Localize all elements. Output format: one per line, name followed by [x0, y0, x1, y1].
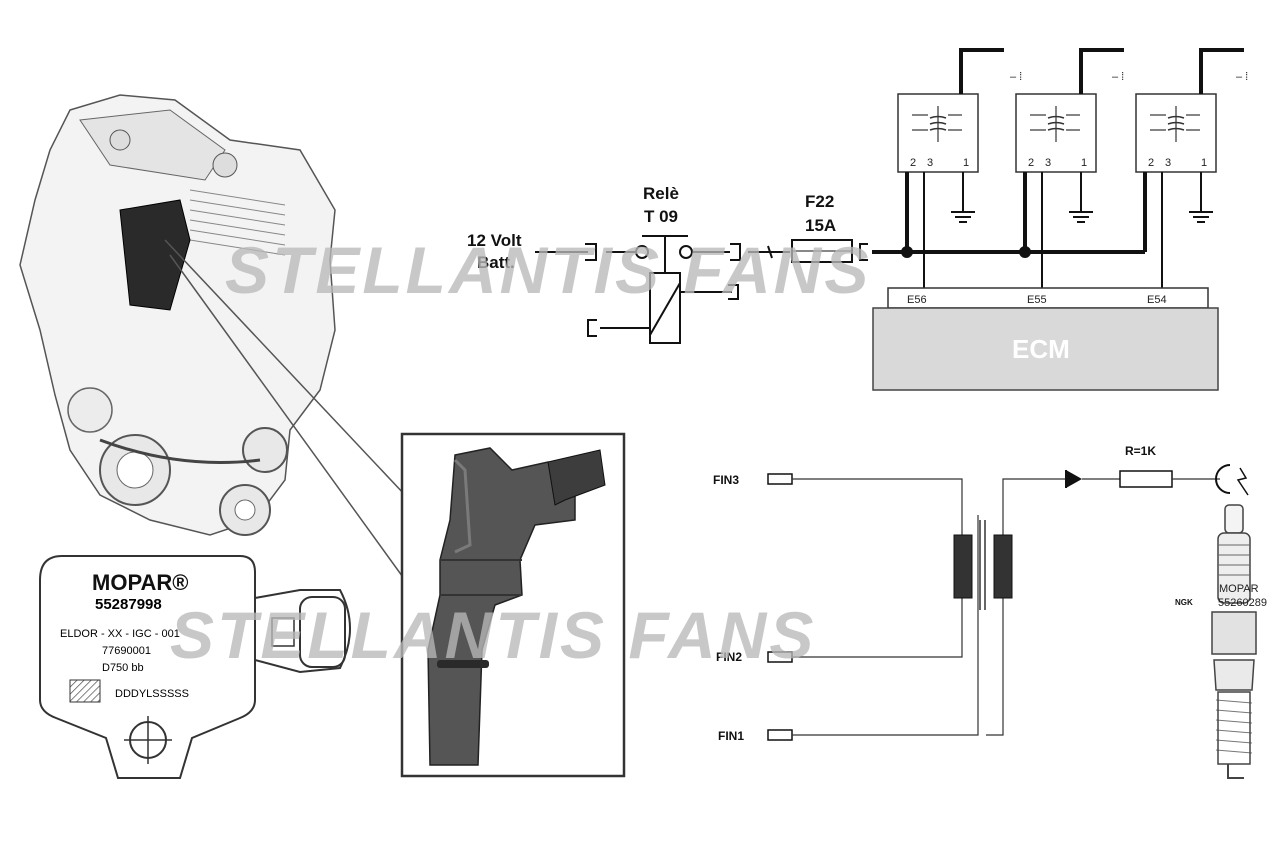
plate-line-3: D750 bb [102, 662, 144, 674]
svg-text:2: 2 [910, 157, 916, 169]
svg-text:3: 3 [927, 157, 933, 169]
watermark-top: STELLANTIS FANS [225, 233, 871, 307]
spark-plug: MOPAR 55260289 NGK [1175, 504, 1267, 779]
plate-hatched-square [69, 679, 101, 703]
plate-brand: MOPAR® [92, 570, 188, 595]
fuse-rating: 15A [805, 216, 836, 235]
svg-text:3: 3 [1165, 157, 1171, 169]
battery-connector [585, 243, 597, 261]
zoom-callout-lines [164, 239, 406, 581]
svg-text:– ⁞: – ⁞ [1112, 71, 1124, 83]
relay-contact-left [635, 245, 649, 259]
input-fin1-terminal [767, 729, 793, 741]
relay-title: Relè [643, 184, 679, 203]
svg-text:2: 2 [1028, 157, 1034, 169]
plate-line-2: 77690001 [102, 645, 151, 657]
ignition-coil-body [427, 447, 576, 766]
plate-line-4: DDDYLSSSSS [115, 688, 189, 700]
plate-connector [254, 589, 351, 674]
input-fin2-label: FIN2 [716, 650, 742, 664]
input-fin3-terminal [767, 473, 793, 485]
fuse-name: F22 [805, 192, 834, 211]
coil-module-1: – ⁞ 2 3 1 [897, 48, 1022, 288]
coil-connector [547, 449, 606, 506]
input-fin3-label: FIN3 [713, 473, 739, 487]
engine-illustration [19, 94, 336, 536]
diode-icon [1066, 470, 1082, 488]
spark-plug-code: 55260289 [1218, 597, 1267, 609]
svg-text:– ⁞: – ⁞ [1236, 71, 1248, 83]
svg-text:2: 2 [1148, 157, 1154, 169]
svg-text:3: 3 [1045, 157, 1051, 169]
battery-label-line2: Batt. [477, 253, 515, 272]
ecm-pin-e55: E55 [1027, 294, 1047, 306]
svg-text:1: 1 [963, 157, 969, 169]
spark-plug-maker: MOPAR [1219, 583, 1259, 595]
svg-text:1: 1 [1081, 157, 1087, 169]
spark-plug-brand: NGK [1175, 598, 1193, 607]
watermark-bottom: STELLANTIS FANS [170, 598, 816, 672]
relay-code: T 09 [644, 207, 678, 226]
plate-line-1: ELDOR - XX - IGC - 001 [60, 628, 180, 640]
ecm-pin-e56: E56 [907, 294, 927, 306]
primary-winding [953, 534, 973, 599]
battery-label-line1: 12 Volt [467, 231, 522, 250]
coil-label-plate: MOPAR® 55287998 ELDOR - XX - IGC - 001 7… [39, 555, 351, 779]
coil-modules: – ⁞ 2 3 1 – ⁞ 2 3 1 [897, 48, 1248, 288]
coil-module-2: – ⁞ 2 3 1 [1015, 48, 1124, 288]
svg-text:1: 1 [1201, 157, 1207, 169]
resistor-icon [1119, 470, 1173, 488]
secondary-winding [993, 534, 1013, 599]
coil-zoom-box [400, 432, 626, 778]
ecm-label: ECM [1012, 334, 1070, 364]
coil-module-3: – ⁞ 2 3 1 [1135, 48, 1248, 288]
spark-gap-icon [1215, 464, 1231, 494]
coil-schematic: FIN3 FIN2 FIN1 R=1K [713, 444, 1249, 743]
ecm-pin-e54: E54 [1147, 294, 1167, 306]
ecm-unit: E56 E55 E54 ECM [872, 287, 1219, 391]
input-fin1-label: FIN1 [718, 729, 744, 743]
plate-part-number: 55287998 [95, 596, 162, 613]
ecm-box [872, 307, 1219, 391]
svg-text:– ⁞: – ⁞ [1010, 71, 1022, 83]
resistor-label: R=1K [1125, 444, 1156, 458]
